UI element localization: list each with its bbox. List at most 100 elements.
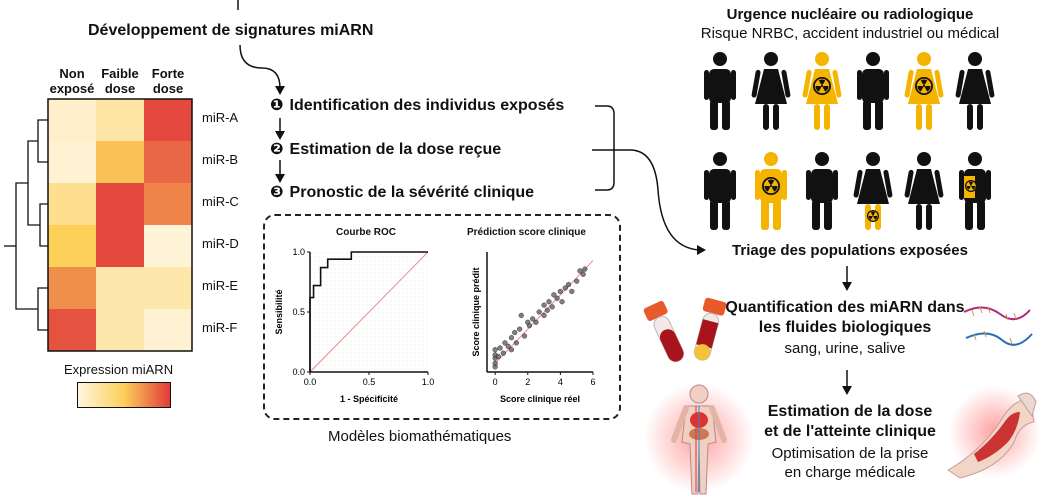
scatter-point [526,323,533,329]
heatmap-row-label: miR-A [202,110,239,125]
emergency-subtitle: Risque NRBC, accident industriel ou médi… [700,25,1000,42]
scatter-point [574,278,580,284]
man-figure [806,152,838,230]
scatter-point [492,347,498,353]
body-anatomy-icon [644,383,754,495]
heatmap-cell [48,267,96,309]
scatter-point [505,343,511,349]
heatmap-cell [144,225,192,267]
roc-curve [309,251,428,372]
heatmap-border [47,98,193,352]
scatter-point [544,307,550,313]
heatmap-col-header: Faible dose [101,66,139,96]
scatter-point [559,299,565,305]
woman-figure [955,52,995,130]
estimation-title: Estimation de la dose et de l'atteinte c… [764,403,936,440]
roc-x-label: 1 - Spécificité [340,394,398,404]
man-figure [959,152,991,230]
heatmap-cell [48,183,96,225]
radiation-symbol-icon [762,177,780,195]
radiation-symbol-icon [915,77,933,95]
scatter-point [500,350,506,356]
step-label: Identification des individus exposés [289,97,565,114]
arm-muscle-icon [947,386,1040,479]
scatter-point [497,345,503,351]
heatmap-cell [96,141,144,183]
scatter-point [562,285,568,291]
scatter-point [546,299,552,305]
woman-figure [904,152,944,230]
scatter-point [492,360,498,367]
quantification-subtitle: sang, urine, salive [784,340,906,357]
heatmap-grid [4,98,193,352]
dendrogram [4,119,48,331]
models-box [263,214,621,420]
heatmap: Non exposé Faible dose Forte dose miR-A … [0,58,260,358]
man-figure [755,152,787,230]
scatter-point [502,340,508,346]
scatter-x-tick-label: 4 [558,377,563,387]
scatter-point [512,329,518,336]
scatter-point [536,309,542,315]
heatmap-row-label: miR-D [202,236,239,251]
scatter-point [495,353,502,360]
woman-figure [802,52,842,130]
heatmap-cell [96,183,144,225]
heatmap-cell [96,267,144,309]
scatter-point [518,312,524,319]
scatter-point [554,295,560,301]
scatter-x-tick-label: 2 [525,377,530,387]
heatmap-cell [144,267,192,309]
heatmap-legend-label: Expression miARN [64,362,174,377]
signatures-title: Développement de signatures miARN [88,22,374,39]
scatter-point [551,292,557,298]
man-figure [857,52,889,130]
roc-title: Courbe ROC [336,227,396,238]
roc-reference-line [309,251,429,373]
heatmap-cell [96,309,144,351]
woman-figure [751,52,791,130]
man-figure [704,52,736,130]
heatmap-col-header: Non exposé [49,66,95,96]
roc-x-tick-label: 0.0 [304,377,317,387]
mirna-strand-icon [963,306,1033,346]
heatmap-cell [144,183,192,225]
roc-x-tick-label: 1.0 [422,377,435,387]
step-dose: ❷ Estimation de la dose reçue [270,139,501,159]
heatmap-cell [48,99,96,141]
step-label: Estimation de la dose reçue [289,141,502,158]
heatmap-row-label: miR-F [202,320,238,335]
scatter-point [541,302,547,308]
heatmap-cell [48,141,96,183]
radiation-symbol-icon [867,210,879,222]
triage-label: Triage des populations exposées [732,242,968,259]
radiation-symbol-icon [813,77,831,95]
step-number: ❶ [270,95,284,114]
heatmap-color-scale [77,382,171,408]
scatter-point [577,268,583,274]
roc-y-tick-label: 0.0 [292,367,305,377]
scatter-point [580,271,586,277]
scatter-point [569,288,575,295]
scatter-point [565,281,572,288]
heatmap-cell [96,99,144,141]
scatter-x-tick-label: 0 [493,377,498,387]
woman-figure [904,52,944,130]
models-caption: Modèles biomathématiques [328,428,512,445]
emergency-title: Urgence nucléaire ou radiologique [726,6,974,23]
scatter-title: Prédiction score clinique [467,227,586,238]
scatter-point [513,340,519,346]
step-number: ❷ [270,139,284,158]
scatter-x-label: Score clinique réel [500,394,580,404]
scatter-point [508,347,515,353]
estimation-subtitle: Optimisation de la prise en charge médic… [771,445,929,481]
scatter-point [521,333,528,339]
heatmap-cell [48,225,96,267]
heatmap-cell [144,99,192,141]
heatmap-col-header: Forte dose [151,66,185,96]
urine-tube-icon [693,297,727,361]
step-identification: ❶ Identification des individus exposés [270,95,564,115]
scatter-point [541,312,547,319]
step-number: ❸ [270,182,284,201]
